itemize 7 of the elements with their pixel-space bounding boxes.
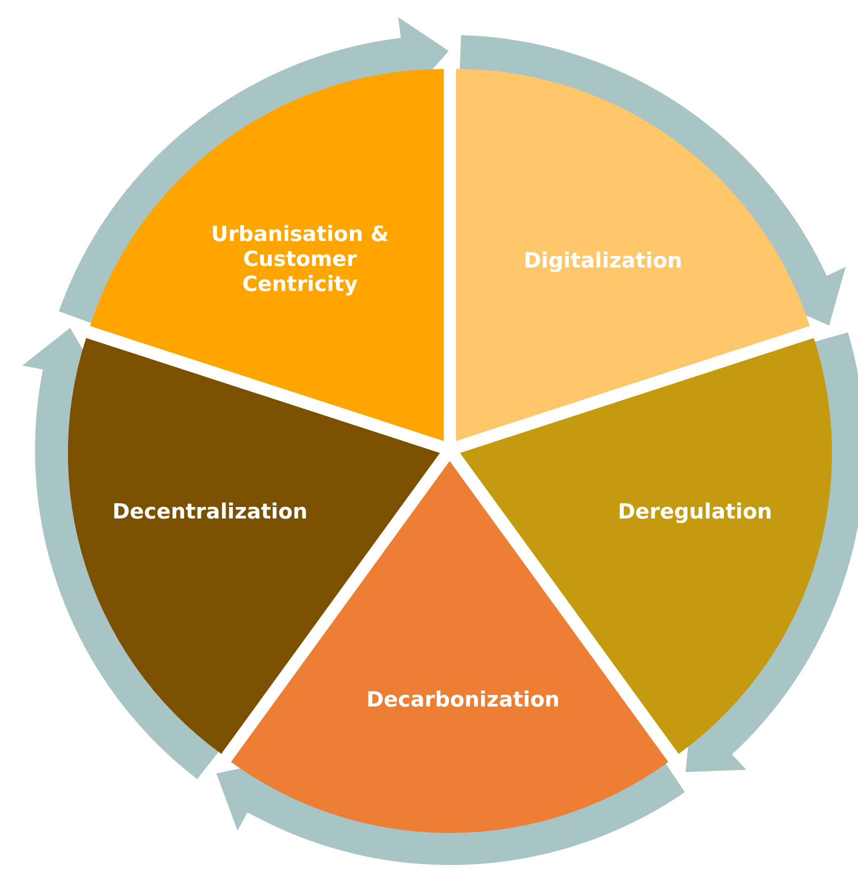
cycle-segment [90, 69, 444, 442]
segment-label: Decarbonization [365, 687, 561, 713]
cycle-segment [456, 69, 810, 442]
segment-label: Digitalization [522, 248, 684, 274]
segment-label: Decentralization [111, 499, 309, 525]
segment-label: Urbanisation & Customer Centricity [210, 222, 390, 298]
segment-label: Deregulation [616, 499, 774, 525]
